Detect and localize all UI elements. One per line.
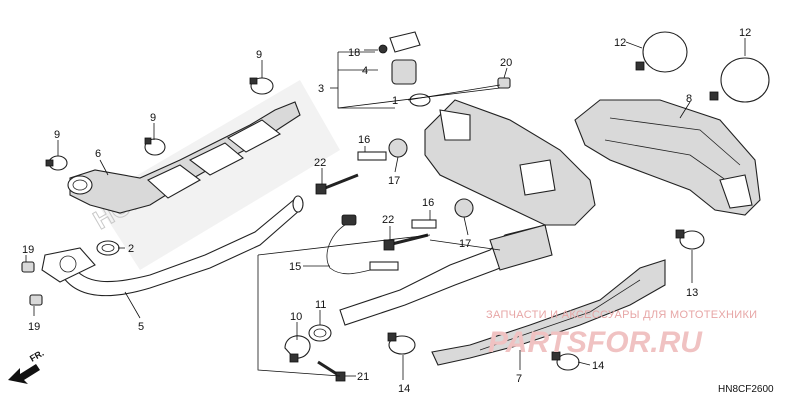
watermark: ЗАПЧАСТИ И АКСЕССУАРЫ ДЛЯ МОТОТЕХНИКИ PA… <box>486 309 757 359</box>
part-12-band-a[interactable] <box>635 31 688 73</box>
callout-16a: 16 <box>358 134 370 146</box>
callout-22b: 22 <box>382 214 394 226</box>
callout-3: 3 <box>318 83 324 95</box>
part-22-bolt-b[interactable] <box>383 233 429 251</box>
watermark-caption: ЗАПЧАСТИ И АКСЕССУАРЫ ДЛЯ МОТОТЕХНИКИ <box>486 309 757 321</box>
part-11-ring[interactable] <box>308 324 332 342</box>
arrow-left-icon <box>8 364 40 384</box>
callout-9c: 9 <box>54 129 60 141</box>
part-5-exhaust-pipe[interactable] <box>41 195 304 297</box>
part-10-clamp[interactable] <box>284 335 311 363</box>
leader-lines <box>25 38 746 380</box>
part-16-bolt-b[interactable] <box>411 219 437 229</box>
callout-14b: 14 <box>592 360 604 372</box>
callout-22a: 22 <box>314 157 326 169</box>
part-21-bolt[interactable] <box>317 360 346 382</box>
callout-numbers: 9 9 9 6 2 19 19 5 3 18 4 1 20 12 12 8 16… <box>22 27 751 395</box>
part-9-clamp-b[interactable] <box>144 137 166 156</box>
callout-7: 7 <box>516 373 522 385</box>
callout-5: 5 <box>138 321 144 333</box>
callout-9b: 9 <box>150 112 156 124</box>
callout-1: 1 <box>392 95 398 107</box>
callout-14a: 14 <box>398 383 410 395</box>
callout-19a: 19 <box>22 244 34 256</box>
part-16-bolt-a[interactable] <box>357 151 387 161</box>
callout-15: 15 <box>289 261 301 273</box>
part-20-nut[interactable] <box>497 77 511 89</box>
callout-4: 4 <box>362 65 368 77</box>
part-15-o2-sensor[interactable] <box>326 214 399 275</box>
part-18-bolt[interactable] <box>378 44 388 54</box>
callout-17a: 17 <box>388 175 400 187</box>
callout-6: 6 <box>95 148 101 160</box>
callout-9a: 9 <box>256 49 262 61</box>
part-19-nut-a[interactable] <box>21 261 35 273</box>
part-12-band-b[interactable] <box>709 57 770 103</box>
part-19-nut-b[interactable] <box>29 294 43 306</box>
callout-8: 8 <box>686 93 692 105</box>
callout-17b: 17 <box>459 238 471 250</box>
callout-2: 2 <box>128 243 134 255</box>
callout-18: 18 <box>348 47 360 59</box>
direction-label: FR. <box>28 348 46 364</box>
callout-19b: 19 <box>28 321 40 333</box>
part-4-spark-arrester[interactable] <box>389 31 421 85</box>
part-9-clamp-c[interactable] <box>45 155 68 171</box>
callout-10: 10 <box>290 311 302 323</box>
callout-13: 13 <box>686 287 698 299</box>
part-17-rubber-b[interactable] <box>454 198 474 218</box>
part-8-heat-shield[interactable] <box>574 99 761 216</box>
part-9-clamp-a[interactable] <box>249 77 274 95</box>
part-14-clamp-a[interactable] <box>387 332 416 355</box>
part-13-clamp[interactable] <box>675 229 705 250</box>
front-direction-indicator: FR. <box>8 348 46 384</box>
part-1-gasket[interactable] <box>409 93 431 107</box>
part-2-gasket[interactable] <box>96 240 120 256</box>
part-22-bolt-a[interactable] <box>315 173 359 195</box>
callout-12b: 12 <box>739 27 751 39</box>
callout-20: 20 <box>500 57 512 69</box>
callout-16b: 16 <box>422 197 434 209</box>
muffler-body[interactable] <box>424 99 596 226</box>
part-14-clamp-b[interactable] <box>551 351 580 371</box>
callout-12a: 12 <box>614 37 626 49</box>
part-7-lower-heat-shield[interactable] <box>431 259 666 366</box>
part-6-front-pipe[interactable] <box>67 101 301 214</box>
callout-11: 11 <box>315 299 326 311</box>
part-17-rubber-a[interactable] <box>388 138 408 158</box>
diagram-code: HN8CF2600 <box>718 384 774 395</box>
callout-21: 21 <box>357 371 369 383</box>
watermark-brand: PARTSFOR.RU <box>488 326 703 359</box>
